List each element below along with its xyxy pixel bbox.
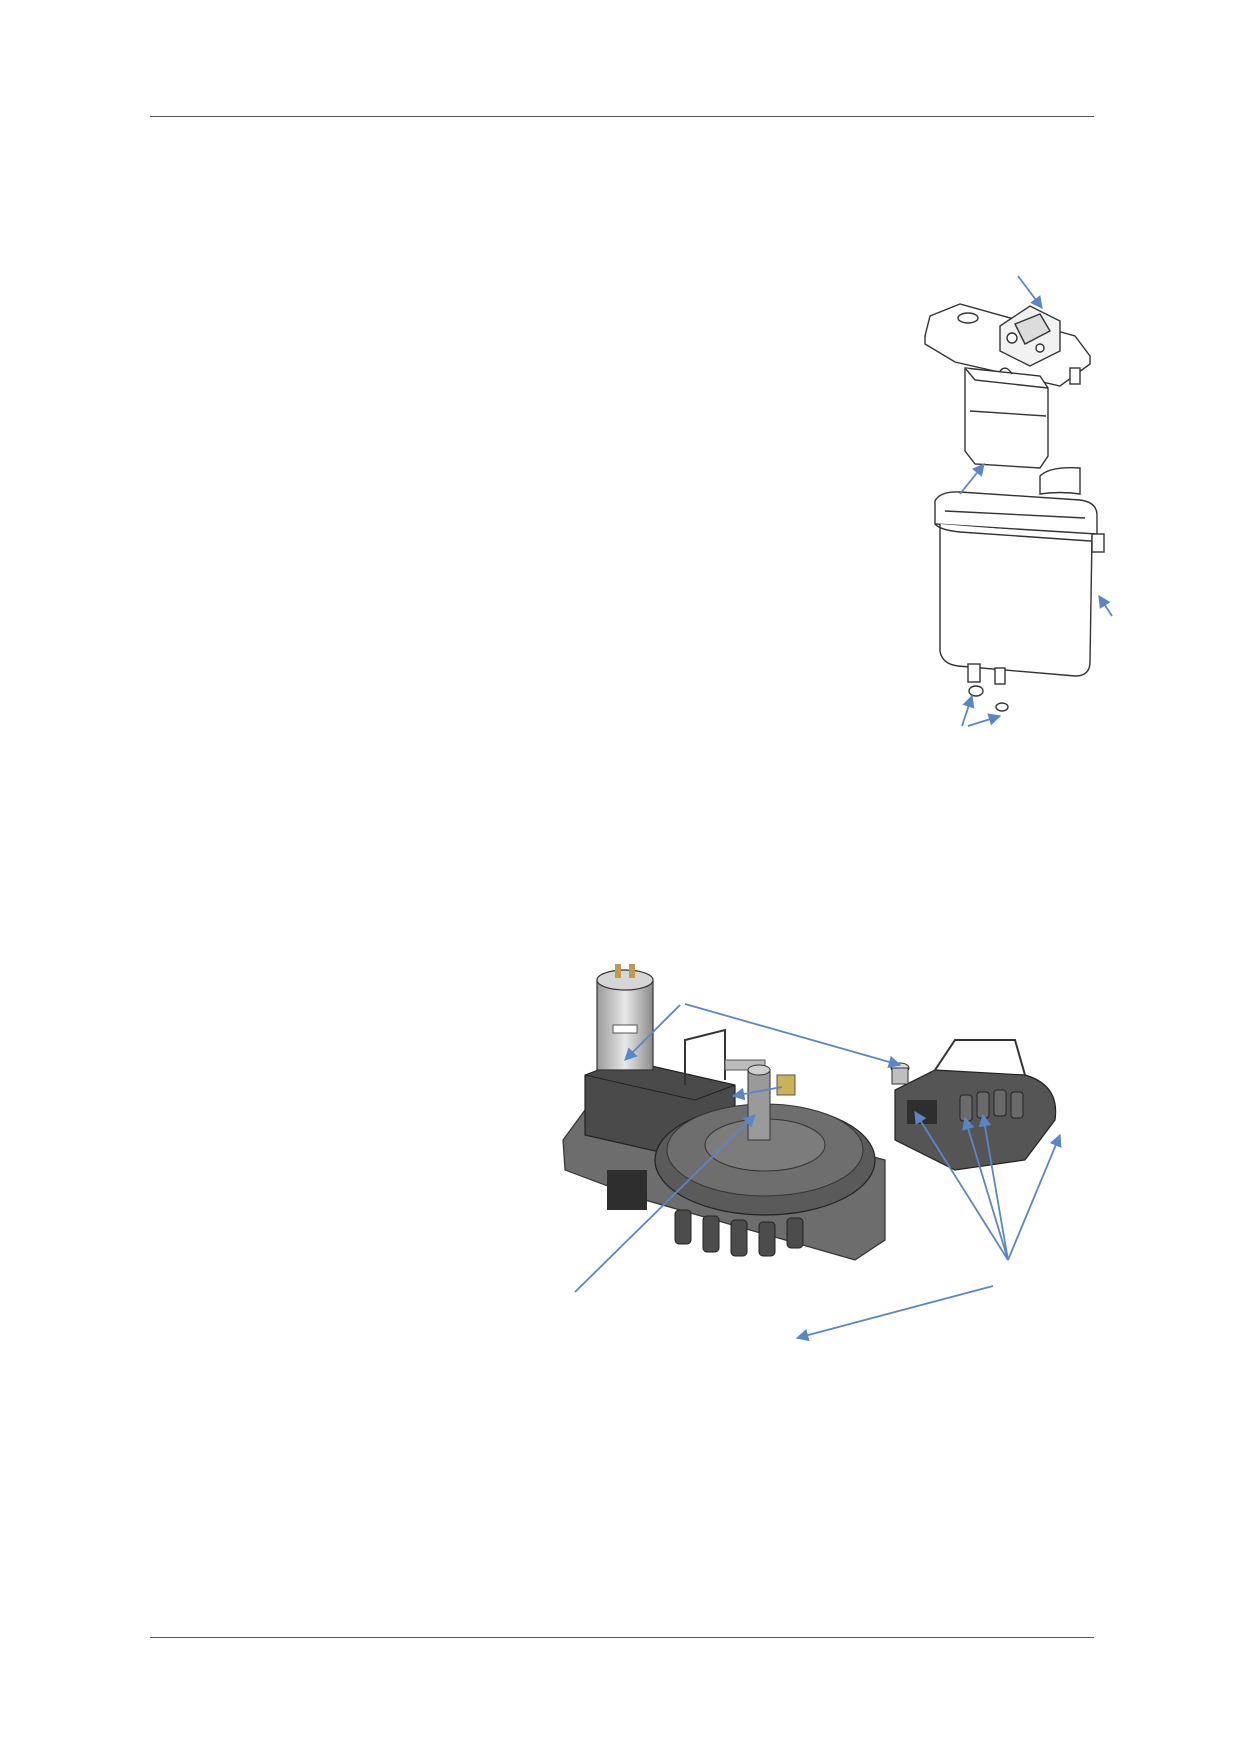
tank-assembly-drawing	[924, 275, 1113, 727]
callout-arrow-valve-top	[684, 1003, 902, 1068]
footer-rule	[150, 1637, 1094, 1638]
label-plate	[607, 1170, 647, 1210]
callout-arrow-switch	[731, 1086, 783, 1101]
callout-arrow-spindle	[574, 1114, 756, 1293]
center-spindle	[747, 1069, 771, 1141]
callout-arrow-outlet-right	[967, 713, 1002, 727]
header-rule	[150, 116, 1094, 117]
callout-arrow-pipe-2	[962, 1116, 1009, 1261]
tank-assembly-figure	[900, 275, 1140, 796]
motor-valve-drawing	[562, 964, 1062, 1342]
callout-arrow-lid	[1017, 275, 1043, 310]
callout-arrow-pipe-1	[914, 1110, 1009, 1261]
main-motor-assembly	[562, 964, 886, 1261]
callout-arrow-side	[1098, 594, 1113, 617]
motor-callout-arrows	[574, 1003, 1062, 1342]
callout-arrow-outlet-left	[961, 694, 975, 727]
valve-head-detached	[890, 1039, 1057, 1171]
main-tank-body	[934, 491, 1105, 712]
callout-arrow-gearbox	[624, 1004, 681, 1061]
outlet-pipes	[674, 1209, 804, 1257]
callout-arrow-pipe-4	[1007, 1133, 1062, 1261]
callout-arrow-container	[959, 463, 985, 495]
dc-motor	[596, 964, 654, 1071]
tank-callout-arrows	[959, 275, 1113, 727]
callout-arrow-pipe-3	[978, 1113, 1009, 1261]
inner-filter-container	[964, 367, 1049, 469]
lid-with-float-valve	[924, 303, 1091, 387]
motor-valve-figure	[555, 960, 1120, 1360]
callout-arrow-outlets	[795, 1285, 994, 1342]
small-seal-insert	[1039, 466, 1081, 495]
switch-block	[776, 1074, 796, 1096]
